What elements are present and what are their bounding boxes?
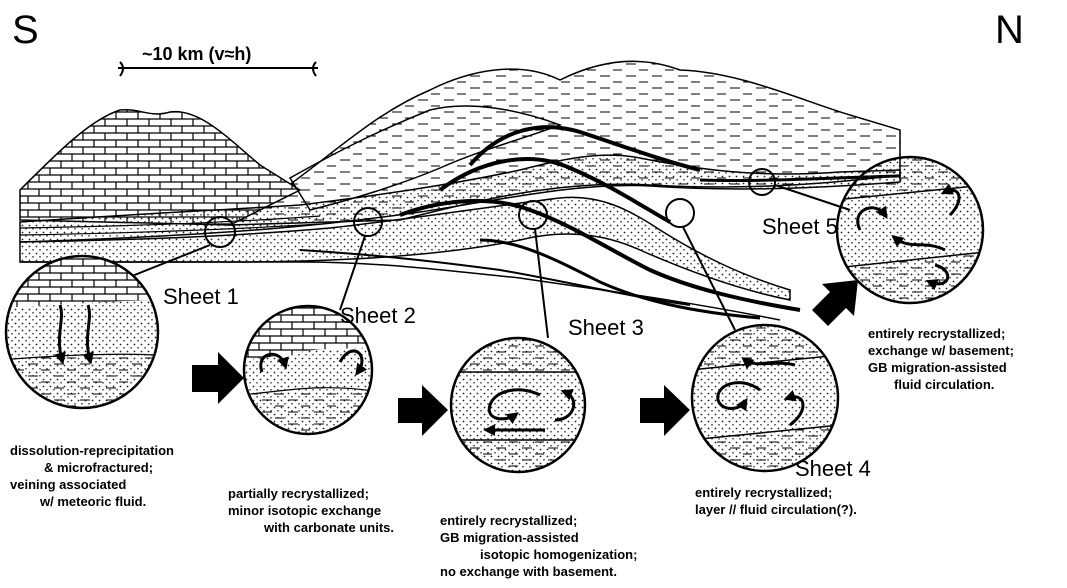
south-label: S — [12, 8, 39, 53]
sheet-1-inset — [0, 250, 170, 420]
arrow-2-to-3 — [398, 385, 448, 436]
sample-location-4 — [666, 199, 694, 227]
sheet-3-note-line: GB migration-assisted — [440, 529, 637, 546]
arrow-3-to-4 — [640, 385, 690, 436]
sheet-1-note-line: & microfractured; — [10, 459, 174, 476]
sheet-1-label: Sheet 1 — [163, 284, 239, 310]
sheet-3-note-line: no exchange with basement. — [440, 563, 637, 580]
sheet-5-notes: entirely recrystallized; exchange w/ bas… — [868, 325, 1014, 393]
sheet-3-label: Sheet 3 — [568, 315, 644, 341]
sheet-2-notes: partially recrystallized; minor isotopic… — [228, 485, 394, 536]
sheet-4-inset — [690, 325, 840, 475]
sheet-2-note-line: partially recrystallized; — [228, 485, 394, 502]
sheet-1-note-line: w/ meteoric fluid. — [10, 493, 174, 510]
sheet-4-note-line: layer // fluid circulation(?). — [695, 501, 857, 518]
sheet-4-notes: entirely recrystallized; layer // fluid … — [695, 484, 857, 518]
sheet-5-label: Sheet 5 — [762, 214, 838, 240]
scale-bar-label: ~10 km (v≈h) — [142, 44, 251, 65]
sheet-2-note-line: with carbonate units. — [228, 519, 394, 536]
sheet-5-note-line: entirely recrystallized; — [868, 325, 1014, 342]
sheet-3-note-line: entirely recrystallized; — [440, 512, 637, 529]
sheet-5-note-line: exchange w/ basement; — [868, 342, 1014, 359]
sheet-5-note-line: GB migration-assisted — [868, 359, 1014, 376]
sheet-1-note-line: dissolution-reprecipitation — [10, 442, 174, 459]
sheet-3-note-line: isotopic homogenization; — [440, 546, 637, 563]
mountain-cross-section — [20, 61, 900, 320]
sheet-4-note-line: entirely recrystallized; — [695, 484, 857, 501]
sheet-1-note-line: veining associated — [10, 476, 174, 493]
sheet-1-notes: dissolution-reprecipitation & microfract… — [10, 442, 174, 510]
sheet-3-inset — [448, 336, 588, 476]
sheet-5-note-line: fluid circulation. — [868, 376, 1014, 393]
sheet-2-note-line: minor isotopic exchange — [228, 502, 394, 519]
arrow-4-to-5 — [812, 280, 858, 326]
north-label: N — [995, 8, 1024, 53]
sheet-4-label: Sheet 4 — [795, 456, 871, 482]
arrow-1-to-2 — [192, 352, 244, 404]
sheet-2-label: Sheet 2 — [340, 303, 416, 329]
sheet-3-notes: entirely recrystallized; GB migration-as… — [440, 512, 637, 580]
